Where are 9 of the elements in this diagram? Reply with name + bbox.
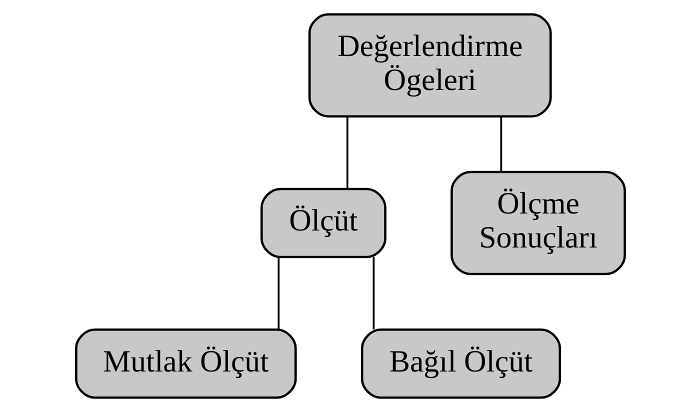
connector [500,116,502,172]
connector [277,257,280,330]
connector [346,116,348,189]
node-box: Değerlendirme Ögeleri [308,13,552,118]
node-box: Ölçme Sonuçları [450,170,626,276]
node-box: Ölçüt [260,188,386,258]
connector [372,257,374,330]
node-box: Mutlak Ölçüt [74,328,296,399]
node-box: Bağıl Ölçüt [360,328,561,399]
